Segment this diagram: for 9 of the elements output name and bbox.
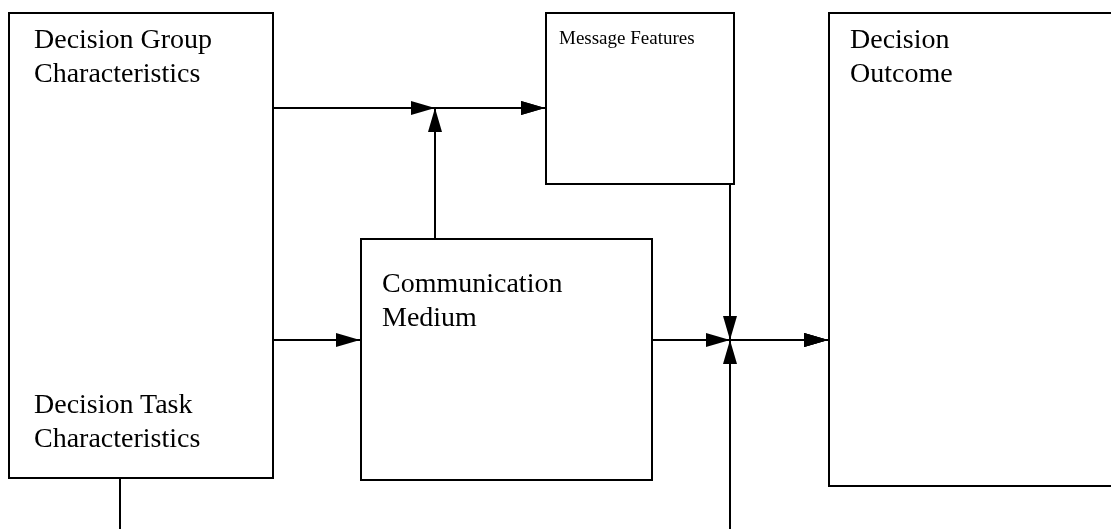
process-box	[8, 12, 274, 479]
box-label: Decision Outcome	[850, 22, 954, 90]
box-label: Communication Medium	[382, 266, 564, 334]
box-label: Decision Task Characteristics	[34, 387, 202, 455]
process-box	[360, 238, 653, 481]
process-box	[545, 12, 735, 185]
process-box	[828, 12, 1111, 487]
box-label: Decision Group Characteristics	[34, 22, 214, 90]
box-label: Message Features	[559, 26, 695, 50]
